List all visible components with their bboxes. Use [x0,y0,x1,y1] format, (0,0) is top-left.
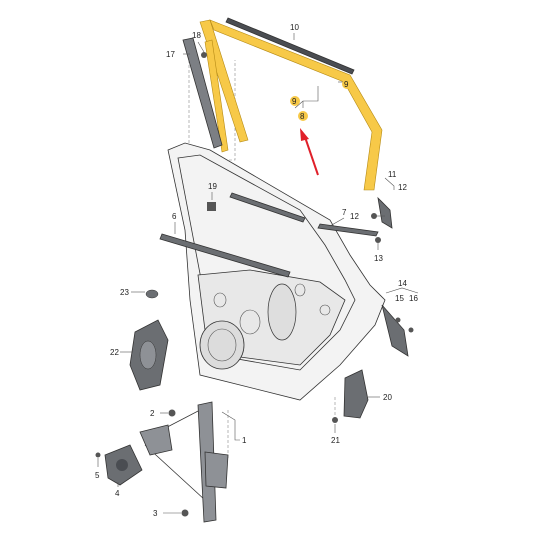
badge-8 [298,111,308,121]
window-channel-seal [199,19,383,191]
access-hole [267,283,297,341]
label-21: 21 [331,436,340,445]
leader-lines [97,33,419,514]
screw-13 [375,237,381,243]
highlight-arrow [300,128,319,176]
window-regulator [139,401,229,523]
label-12-upper: 12 [398,183,407,192]
label-19: 19 [208,182,217,191]
sill-strip-7 [317,223,379,237]
screw-5 [95,452,101,458]
label-7: 7 [342,208,347,217]
label-16: 16 [409,294,418,303]
label-12-lower: 12 [350,212,359,221]
label-15: 15 [395,294,404,303]
pillar-trim [182,37,223,149]
label-10: 10 [290,23,299,32]
label-20: 20 [383,393,392,402]
label-2: 2 [150,409,155,418]
label-18: 18 [192,31,201,40]
label-8: 8 [300,112,305,121]
corner-piece-11 [377,196,393,229]
speaker-opening [199,320,245,370]
label-4: 4 [115,489,120,498]
label-3: 3 [153,509,158,518]
label-23: 23 [120,288,129,297]
screw-21 [332,417,338,423]
bracket-20 [343,369,369,419]
trim-piece-14 [381,304,409,357]
outer-window-strip [229,192,306,223]
nut-3 [181,509,189,517]
label-17: 17 [166,50,175,59]
nut-2 [168,409,176,417]
label-13: 13 [374,254,383,263]
badge-9-lower [290,96,300,106]
callout-labels: 10 17 18 9 9 8 19 6 7 11 12 12 13 14 15 … [95,23,418,518]
label-14: 14 [398,279,407,288]
badge-9-upper [342,79,352,89]
clip-19 [207,202,216,211]
label-9-lower: 9 [292,97,297,106]
label-9-upper: 9 [344,80,349,89]
screw-12 [371,213,377,219]
label-1: 1 [242,436,247,445]
label-5: 5 [95,471,100,480]
clip-18 [201,52,207,58]
plug-23 [145,289,159,299]
label-11: 11 [388,170,397,179]
label-6: 6 [172,212,177,221]
label-22: 22 [110,348,119,357]
upper-trim-strip [225,17,355,75]
inner-window-strip [159,233,291,278]
